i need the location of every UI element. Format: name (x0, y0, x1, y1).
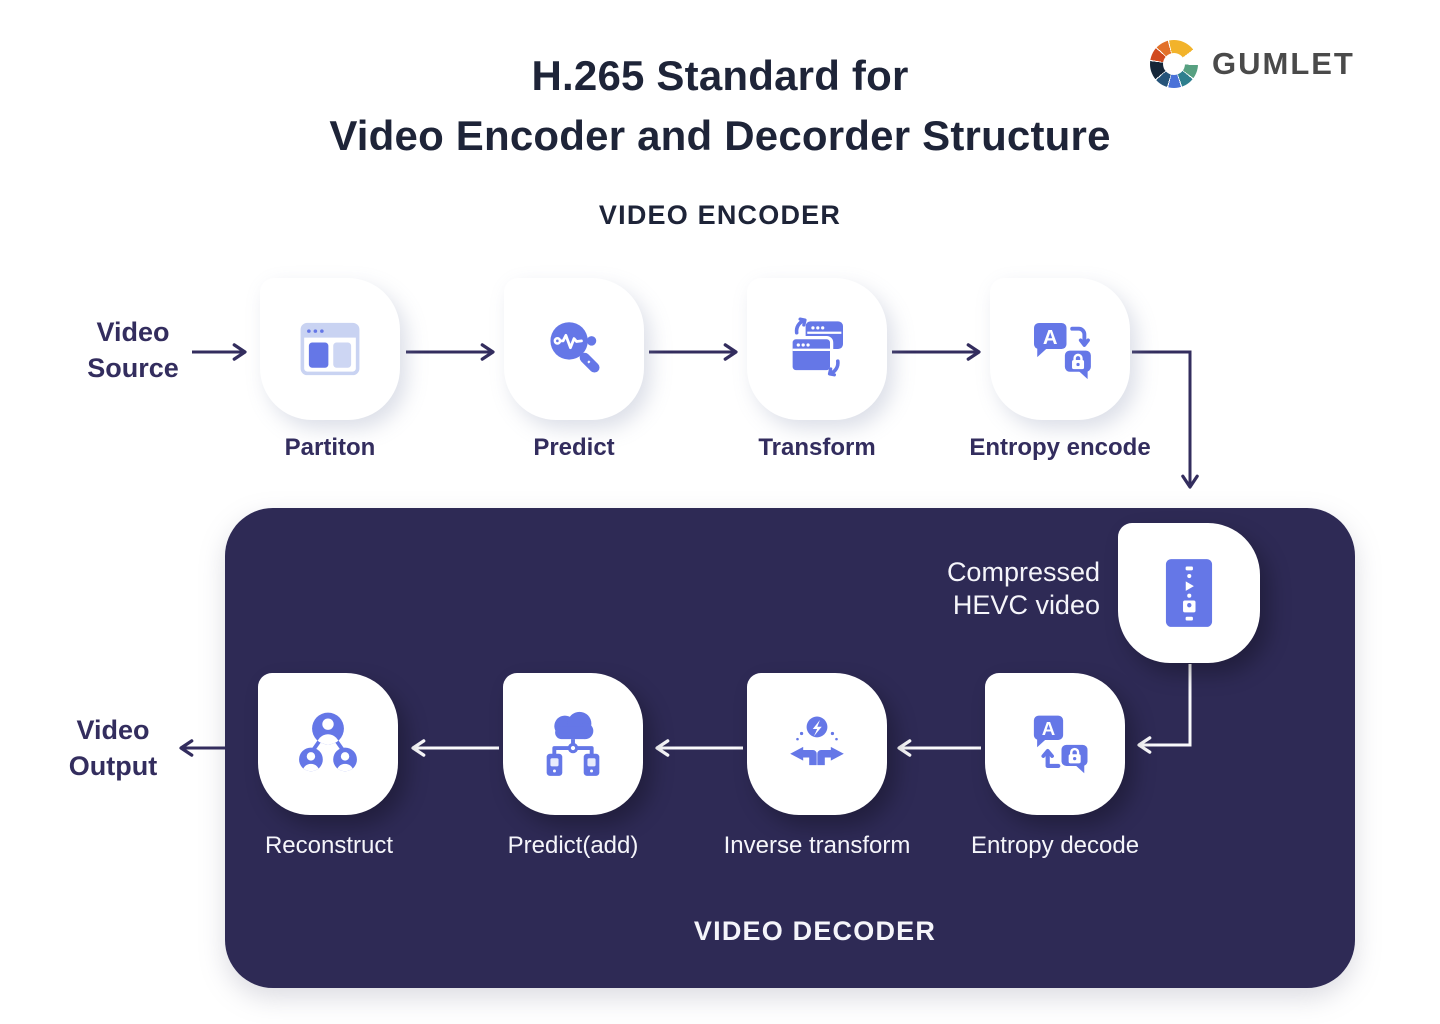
node-compressed-hevc (1118, 523, 1260, 663)
gumlet-logo-text: GUMLET (1212, 46, 1355, 81)
predict-label: Predict (533, 434, 615, 461)
arrow-entropy-encode-to-decoder (1132, 350, 1199, 489)
inverse-transform-label: Inverse transform (723, 832, 911, 859)
zip-video-file-icon (1165, 559, 1213, 627)
entropy-decode-label: Entropy decode (970, 832, 1140, 859)
partition-label: Partiton (284, 434, 376, 461)
diverging-arrows-bolt-icon (790, 716, 844, 766)
magnifier-pulse-icon (550, 322, 600, 373)
node-reconstruct (258, 673, 398, 815)
video-source-line2: Source (87, 353, 179, 383)
node-entropy-encode: A (990, 278, 1130, 420)
windows-swap-icon (789, 317, 843, 377)
node-partition (260, 278, 400, 420)
node-predict-add (503, 673, 643, 815)
video-source-line1: Video (96, 317, 170, 347)
page-title-line1: H.265 Standard for (531, 52, 909, 99)
video-output-line1: Video (76, 715, 150, 745)
gumlet-logo: GUMLET (1150, 40, 1410, 88)
page-title-line2: Video Encoder and Decorder Structure (329, 112, 1111, 159)
node-transform (747, 278, 887, 420)
video-output-label: Video Output (13, 712, 213, 784)
gumlet-color-wheel-icon (1150, 40, 1198, 88)
chat-translate-unlock-icon: A (1033, 715, 1088, 774)
users-network-icon (299, 712, 357, 772)
video-output-line2: Output (68, 751, 158, 781)
node-entropy-decode: A (985, 673, 1125, 815)
video-source-label: Video Source (33, 314, 233, 386)
svg-text:A: A (1042, 718, 1055, 739)
transform-label: Transform (758, 434, 876, 461)
compressed-label-line1: Compressed (946, 557, 1100, 587)
node-predict (504, 278, 644, 420)
entropy-encode-label: Entropy encode (969, 434, 1151, 461)
page-title: H.265 Standard for Video Encoder and Dec… (0, 46, 1440, 166)
window-partition-icon (300, 322, 360, 376)
node-inverse-transform (747, 673, 887, 815)
predict-add-label: Predict(add) (507, 832, 639, 859)
compressed-label-line2: HEVC video (952, 590, 1100, 620)
reconstruct-label: Reconstruct (264, 832, 394, 859)
chat-translate-lock-icon: A (1034, 323, 1091, 380)
compressed-hevc-label: Compressed HEVC video (800, 556, 1100, 622)
video-decoder-heading: VIDEO DECODER (693, 916, 937, 946)
cloud-devices-icon (546, 711, 600, 776)
video-encoder-heading: VIDEO ENCODER (598, 200, 842, 230)
svg-text:A: A (1043, 327, 1058, 349)
